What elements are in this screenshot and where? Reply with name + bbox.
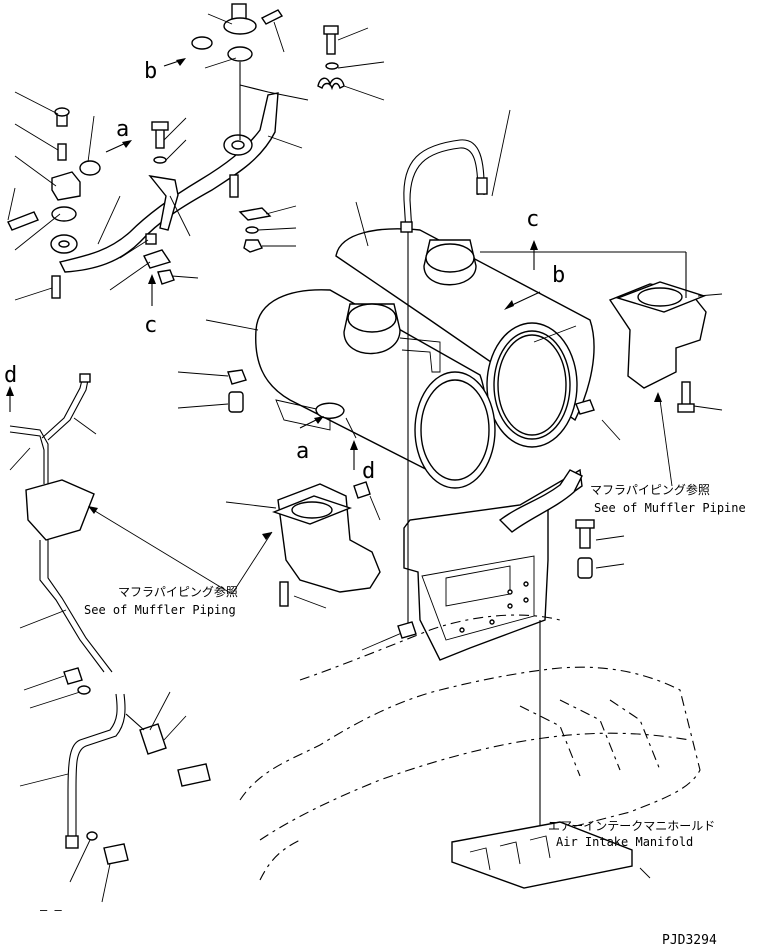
engine-outline	[239, 614, 701, 889]
washer-3	[245, 226, 259, 234]
nut-1	[243, 239, 263, 253]
left-tube-assembly	[9, 373, 211, 903]
muffler-hardware	[227, 369, 595, 639]
breather-tube	[403, 139, 485, 233]
muffler-leader-lines	[177, 109, 625, 651]
clamp-3	[143, 249, 172, 269]
view-label-a-top: a	[116, 117, 129, 142]
bolt-4	[7, 211, 39, 231]
gasket-a	[79, 160, 101, 176]
support-plate	[275, 399, 331, 431]
spacer-2	[577, 557, 593, 579]
bolt-3	[57, 143, 67, 161]
view-label-d-left: d	[4, 363, 17, 388]
ref-muffler-jp-right: マフラパイピング参照	[590, 482, 710, 497]
corner-mark: — —	[40, 903, 62, 917]
top-pipe-assembly	[7, 3, 345, 299]
view-label-a-center: a	[296, 439, 309, 464]
view-arrows	[6, 58, 541, 470]
ref-muffler-en-left: See of Muffler Piping	[84, 603, 236, 617]
muffler-support-bracket	[403, 468, 583, 661]
right-exhaust-elbow	[480, 251, 723, 413]
left-exhaust-elbow	[225, 483, 381, 609]
muffler-assembly	[255, 139, 595, 826]
gasket-2	[51, 206, 77, 222]
left-elbow-body	[277, 483, 381, 593]
left-tube-block	[25, 479, 95, 541]
strap-band	[498, 469, 583, 533]
nut-5	[575, 399, 595, 415]
sensor-block	[139, 723, 167, 755]
view-label-b-top: b	[144, 59, 157, 84]
bottom-bolt	[103, 843, 129, 865]
reference-leaders	[88, 392, 673, 595]
view-label-c-left: c	[144, 313, 157, 338]
ref-intake-en: Air Intake Manifold	[556, 835, 693, 849]
bolt-7	[229, 174, 239, 198]
nut-7	[397, 621, 417, 639]
bolt-top	[260, 9, 284, 25]
washer-2	[153, 156, 167, 164]
drawing-number: PJD3294	[662, 933, 717, 948]
nut-6	[353, 481, 371, 499]
bracket-clamp	[148, 175, 179, 231]
clamp-2	[238, 207, 272, 221]
top-leader-lines	[7, 13, 385, 301]
nut-2	[145, 233, 157, 245]
washer-1	[325, 62, 339, 70]
view-label-d-center: d	[362, 459, 375, 484]
flange-block	[51, 171, 81, 201]
washer-5	[86, 831, 98, 841]
ref-intake-jp: エアーインテークマニホールド	[548, 819, 715, 833]
right-bolt	[681, 381, 691, 407]
nut-8	[63, 667, 83, 685]
muffler-inlet-flange	[315, 402, 345, 419]
view-label-b-right: b	[552, 263, 565, 288]
ref-muffler-en-right: See of Muffler Pipine	[594, 501, 746, 515]
left-elbow-bolt	[279, 581, 289, 607]
clip	[317, 77, 345, 91]
small-gasket	[227, 46, 253, 62]
nut-3	[157, 269, 175, 285]
washer-4	[77, 685, 91, 695]
bolt-5	[51, 275, 61, 299]
spacer	[228, 391, 244, 413]
nut-4	[227, 369, 247, 385]
view-label-c-right: c	[526, 207, 539, 232]
ref-muffler-jp-left: マフラパイピング参照	[118, 584, 238, 599]
intake-manifold-block	[451, 821, 633, 889]
sensor-bolt	[177, 763, 211, 787]
gasket-b	[191, 36, 213, 50]
